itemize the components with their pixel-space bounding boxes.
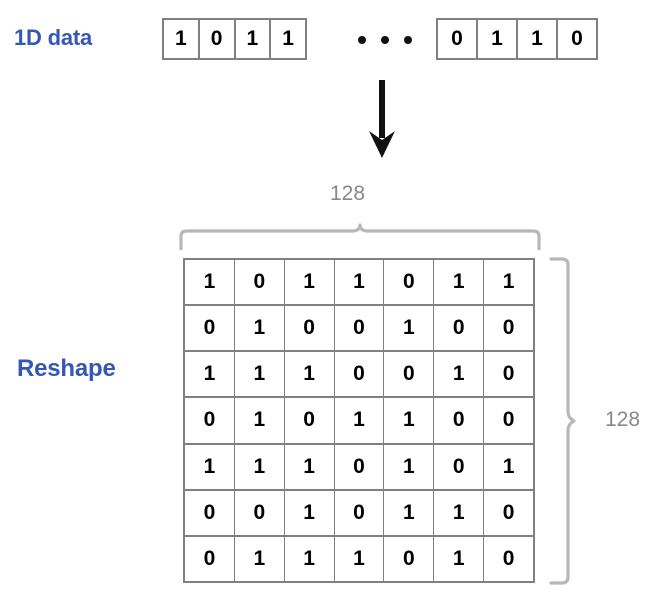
matrix-row: 1 1 1 0 1 0 1 (185, 444, 533, 491)
matrix-cell: 1 (434, 260, 485, 305)
matrix-row: 0 1 0 1 1 0 0 (185, 398, 533, 445)
matrix-cell: 1 (285, 260, 335, 305)
matrix-cell: 1 (235, 306, 285, 351)
matrix-cell: 0 (384, 536, 435, 581)
right-dimension-brace (549, 257, 576, 585)
matrix-grid: 1 0 1 1 0 1 1 0 1 0 0 1 0 0 1 1 1 0 0 1 … (183, 258, 535, 583)
one-d-cell: 1 (518, 20, 558, 58)
ellipsis-dot (404, 36, 412, 44)
matrix-cell: 0 (185, 398, 235, 443)
matrix-cell: 0 (434, 398, 485, 443)
matrix-row: 0 1 0 0 1 0 0 (185, 306, 533, 353)
matrix-cell: 1 (285, 352, 335, 397)
one-d-cell: 1 (236, 20, 272, 58)
matrix-cell: 1 (185, 260, 235, 305)
matrix-cell: 0 (502, 546, 515, 570)
one-d-left-cell-group: 1 0 1 1 (162, 18, 307, 60)
matrix-cell: 0 (384, 260, 435, 305)
matrix-cell: 0 (502, 500, 515, 524)
matrix-cell: 1 (384, 490, 435, 535)
matrix-cell: 0 (502, 316, 515, 340)
matrix-cell: 1 (335, 536, 385, 581)
matrix-cell: 0 (285, 398, 335, 443)
ellipsis-dot (358, 36, 366, 44)
matrix-height-label: 128 (605, 408, 641, 431)
matrix-cell: 1 (235, 444, 285, 489)
matrix-cell: 1 (384, 398, 435, 443)
one-d-cell: 1 (282, 27, 294, 50)
matrix-row: 1 1 1 0 0 1 0 (185, 352, 533, 399)
matrix-cell: 1 (384, 306, 435, 351)
matrix-cell: 1 (335, 398, 385, 443)
one-d-right-cell-group: 0 1 1 0 (436, 18, 598, 60)
matrix-cell: 1 (285, 444, 335, 489)
one-d-cell: 0 (571, 27, 583, 50)
reshape-label: Reshape (17, 355, 116, 382)
matrix-cell: 1 (285, 536, 335, 581)
matrix-row: 0 1 1 1 0 1 0 (185, 536, 533, 581)
matrix-cell: 1 (235, 352, 285, 397)
matrix-cell: 1 (185, 444, 235, 489)
ellipsis-dots (340, 30, 430, 50)
ellipsis-dot (381, 36, 389, 44)
matrix-cell: 0 (335, 352, 385, 397)
matrix-row: 0 0 1 0 1 1 0 (185, 490, 533, 537)
one-d-data-label: 1D data (14, 25, 93, 50)
matrix-cell: 0 (502, 408, 515, 432)
matrix-cell: 1 (185, 352, 235, 397)
matrix-cell: 0 (285, 306, 335, 351)
one-d-cell: 0 (200, 20, 236, 58)
matrix-cell: 0 (335, 444, 385, 489)
matrix-cell: 1 (434, 490, 485, 535)
matrix-cell: 1 (434, 352, 485, 397)
matrix-cell: 0 (434, 306, 485, 351)
one-d-cell: 0 (438, 20, 478, 58)
matrix-cell: 0 (185, 490, 235, 535)
matrix-cell: 1 (235, 536, 285, 581)
matrix-cell: 1 (235, 398, 285, 443)
down-arrow-icon (369, 80, 395, 158)
matrix-cell: 1 (384, 444, 435, 489)
matrix-cell: 0 (434, 444, 485, 489)
matrix-cell: 0 (384, 352, 435, 397)
one-d-cell: 1 (164, 20, 200, 58)
matrix-row: 1 0 1 1 0 1 1 (185, 260, 533, 307)
matrix-cell: 0 (502, 362, 515, 386)
matrix-cell: 1 (502, 270, 515, 294)
matrix-cell: 0 (235, 490, 285, 535)
matrix-cell: 1 (434, 536, 485, 581)
matrix-cell: 1 (285, 490, 335, 535)
matrix-cell: 1 (335, 260, 385, 305)
matrix-cell: 0 (235, 260, 285, 305)
matrix-cell: 0 (335, 490, 385, 535)
matrix-cell: 0 (335, 306, 385, 351)
matrix-cell: 0 (185, 536, 235, 581)
matrix-width-label: 128 (330, 182, 366, 205)
top-dimension-brace (179, 223, 541, 250)
one-d-cell: 1 (478, 20, 518, 58)
matrix-cell: 1 (502, 454, 515, 478)
matrix-cell: 0 (185, 306, 235, 351)
